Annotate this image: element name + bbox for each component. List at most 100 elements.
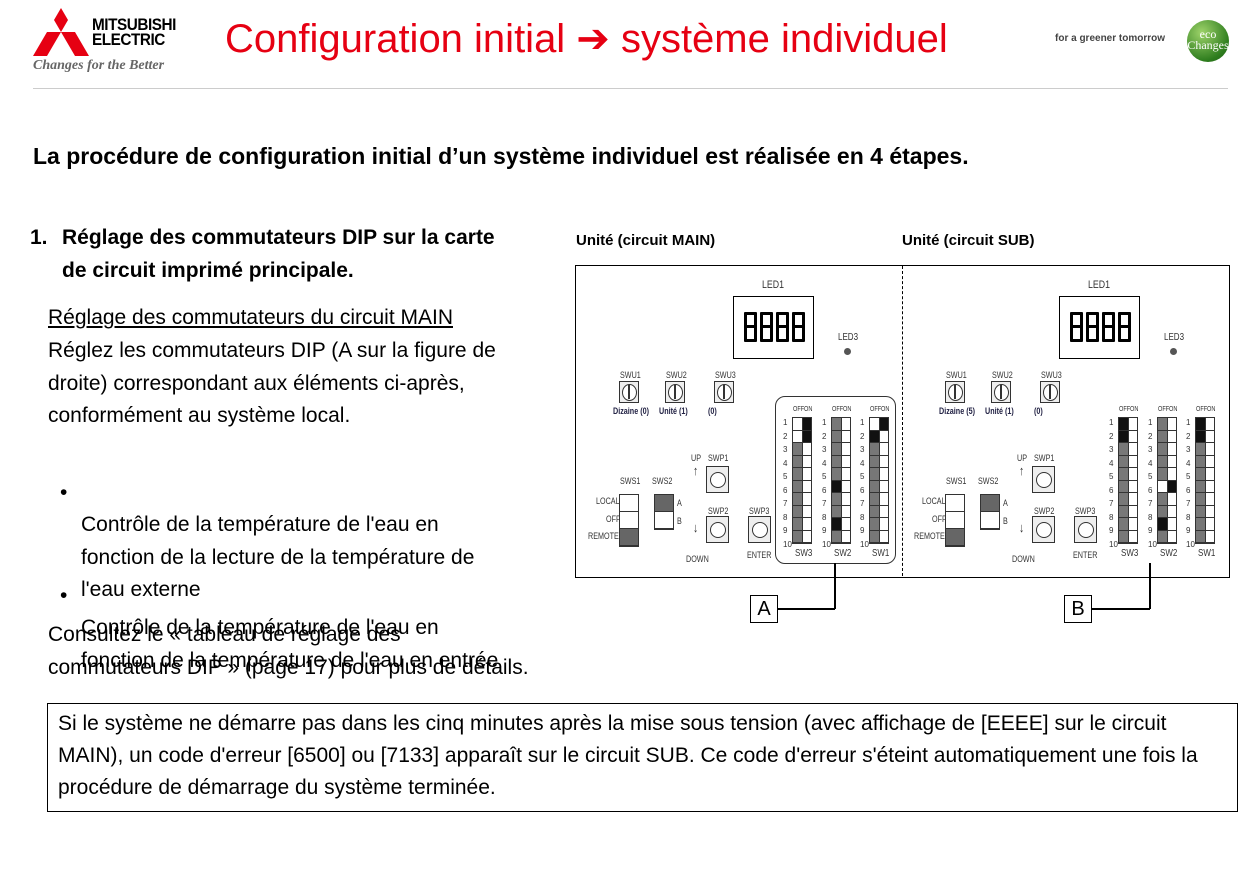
dip-position <box>1196 455 1214 468</box>
dip-off-side <box>793 443 803 455</box>
dip-on-side <box>802 418 811 430</box>
mitsubishi-logo-icon <box>33 8 89 56</box>
swu2-value: Unité (1) <box>985 406 1014 416</box>
off-label: OFF <box>606 514 621 524</box>
dip-position <box>793 505 811 518</box>
dip-off-side <box>1158 505 1168 517</box>
dip-row-number: 10 <box>783 539 792 549</box>
dip-position <box>870 530 888 543</box>
dip-on-side <box>1167 480 1176 492</box>
dip-on-side <box>1167 530 1176 542</box>
dip-row-number: 10 <box>1186 539 1195 549</box>
switch-position <box>655 495 673 512</box>
dip-row-number: 7 <box>1109 499 1114 508</box>
dip-position <box>832 418 850 431</box>
sws1-slide-switch <box>619 494 639 547</box>
dip-position <box>793 455 811 468</box>
sws2-a-label: A <box>677 498 682 508</box>
page-title: Configuration initial ➔ système individu… <box>225 17 948 61</box>
dip-off-side <box>1158 468 1168 480</box>
dip-off-side <box>870 430 880 442</box>
dip-on-label: ON <box>1207 406 1216 413</box>
dip-off-side <box>1119 530 1129 542</box>
swp2-label: SWP2 <box>1034 506 1055 516</box>
led1-display <box>1059 296 1140 359</box>
switch-position <box>946 512 964 529</box>
sws2-slide-switch <box>654 494 674 530</box>
dip-position <box>870 430 888 443</box>
bullet-icon: • <box>60 583 68 607</box>
dip-off-side <box>1119 468 1129 480</box>
dip-on-side <box>802 530 811 542</box>
dip-off-side <box>1196 443 1206 455</box>
dip-row-number: 3 <box>822 445 827 454</box>
switch-position <box>620 495 638 512</box>
dip-off-side <box>870 505 880 517</box>
dip-row-number: 3 <box>1148 445 1153 454</box>
dip-off-side <box>1119 443 1129 455</box>
swu2-label: SWU2 <box>992 370 1013 380</box>
dip-position <box>1158 455 1176 468</box>
dip-off-side <box>870 455 880 467</box>
dip-position <box>793 493 811 506</box>
dip-on-side <box>1205 518 1214 530</box>
dip-row-number: 5 <box>1186 472 1191 481</box>
dip-on-side <box>879 455 888 467</box>
dip-switch-group-outline <box>775 396 896 564</box>
dip-row-number: 6 <box>1109 485 1114 495</box>
dip-on-side <box>1128 455 1137 467</box>
dip-row-number: 6 <box>783 485 788 495</box>
dip-off-side <box>1158 455 1168 467</box>
seven-segment-digit <box>1070 312 1083 342</box>
swu2-rotary-switch-icon <box>991 381 1011 403</box>
dip-on-side <box>802 430 811 442</box>
down-label: DOWN <box>686 554 709 564</box>
dip-row-number: 9 <box>822 526 827 535</box>
header-divider <box>33 88 1228 89</box>
dip-on-side <box>1205 468 1214 480</box>
dip-row-number: 6 <box>860 485 865 495</box>
dip-off-side <box>1196 468 1206 480</box>
dip-row-number: 2 <box>1186 431 1191 441</box>
subtitle: La procédure de configuration initial d’… <box>33 143 969 169</box>
dip-position <box>1158 480 1176 493</box>
dip-off-side <box>793 505 803 517</box>
dip-off-side <box>793 418 803 430</box>
callout-line <box>1092 608 1150 610</box>
dip-off-side <box>870 518 880 530</box>
dip-position <box>1158 493 1176 506</box>
swu1-label: SWU1 <box>946 370 967 380</box>
dip-on-side <box>1167 468 1176 480</box>
dip-off-side <box>1119 480 1129 492</box>
dip-position <box>1158 530 1176 543</box>
sws2-slide-switch <box>980 494 1000 530</box>
swp2-button <box>706 516 729 543</box>
caption-sub: Unité (circuit SUB) <box>902 232 1035 249</box>
dip-row-number: 8 <box>860 512 865 522</box>
dip-off-label: OFF <box>1196 406 1208 413</box>
dip-off-side <box>793 455 803 467</box>
dip-position <box>1119 530 1137 543</box>
dip-row-number: 3 <box>860 445 865 454</box>
dip-row-number: 4 <box>1148 458 1153 468</box>
dip-position <box>793 430 811 443</box>
dip-off-label: OFF <box>1119 406 1131 413</box>
dip-on-side <box>1205 455 1214 467</box>
dip-on-side <box>1167 430 1176 442</box>
swu3-value: (0) <box>1034 406 1043 416</box>
dip-off-side <box>793 480 803 492</box>
dip-off-side <box>1196 455 1206 467</box>
dip-off-label: OFF <box>1158 406 1170 413</box>
dip-off-side <box>1196 505 1206 517</box>
dip-off-side <box>1158 493 1168 505</box>
dip-off-side <box>793 518 803 530</box>
dip-row-number: 7 <box>783 499 788 508</box>
dip-on-side <box>1205 443 1214 455</box>
switch-position <box>981 495 999 512</box>
dip-row-number: 1 <box>860 418 865 427</box>
dip-row-number: 7 <box>822 499 827 508</box>
